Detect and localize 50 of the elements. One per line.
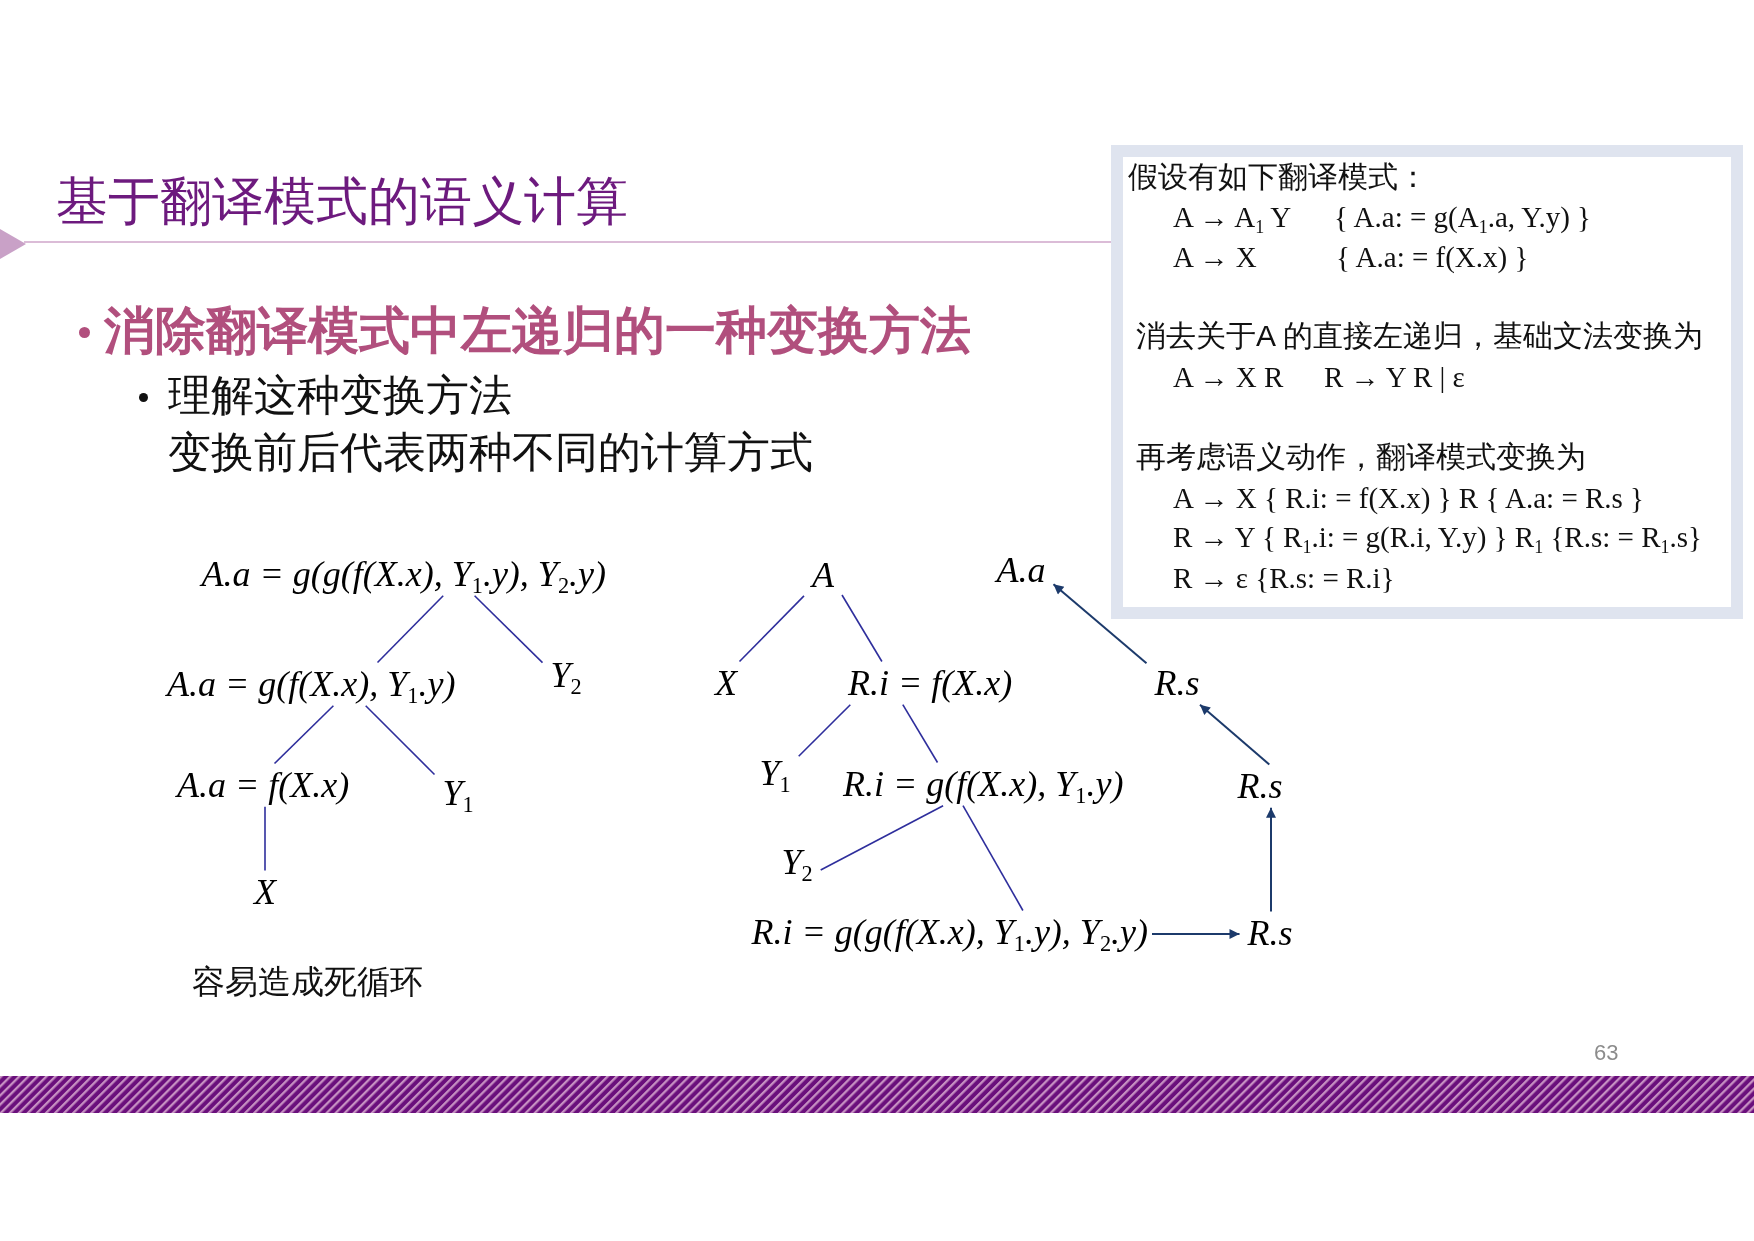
symbol-text: Y$_{1}$: [434, 771, 482, 815]
grammar-rule: R → ε {R.s: = R.i}: [1173, 560, 1395, 596]
symbol-text: R.s: [1239, 911, 1301, 955]
formula-text: A.a = g(g(f(X.x), Y$_{1}$.y), Y$_{2}$.y): [197, 552, 610, 596]
formula-text: A.a = f(X.x): [173, 763, 354, 807]
symbol-text: Y$_{2}$: [542, 653, 590, 697]
note-heading: 消去关于A 的直接左递归，基础文法变换为: [1136, 318, 1703, 354]
bullet-text: 变换前后代表两种不同的计算方式: [168, 427, 813, 478]
note-panel: [1111, 145, 1743, 619]
symbol-text: X: [707, 661, 745, 705]
grammar-rule: A → X { R.i: = f(X.x) } R { A.a: = R.s }: [1173, 480, 1645, 516]
formula-text: R.i = g(g(f(X.x), Y$_{1}$.y), Y$_{2}$.y): [747, 910, 1152, 954]
symbol-text: Y$_{2}$: [773, 840, 821, 884]
connector-line: [962, 804, 1024, 912]
symbol-text: R.s: [1146, 661, 1208, 705]
bullet-text: 理解这种变换方法: [168, 370, 512, 421]
slide-title: 基于翻译模式的语义计算: [56, 171, 628, 232]
grammar-rule: R → Y R | ε: [1324, 359, 1465, 395]
formula-text: R.i = f(X.x): [844, 661, 1017, 705]
connector-line: [264, 805, 266, 872]
connector-line: [273, 704, 335, 765]
symbol-text: X: [246, 870, 284, 914]
symbol-text: A.a: [988, 548, 1054, 592]
semantic-action: { A.a: = f(X.x) }: [1336, 239, 1529, 275]
grammar-rule: A → X: [1173, 239, 1257, 275]
symbol-text: R.s: [1229, 764, 1291, 808]
connector-line: [819, 804, 944, 871]
symbol-text: Y$_{1}$: [751, 751, 799, 795]
semantic-action: { A.a: = g(A$_{1}$.a, Y.y) }: [1334, 199, 1591, 235]
grammar-rule: R → Y { R$_{1}$.i: = g(R.i, Y.y) } R$_{1}$ {R.s: = R$_{1}$.s}: [1173, 519, 1702, 555]
page-number: 63: [1594, 1040, 1619, 1067]
note-heading: 再考虑语义动作，翻译模式变换为: [1136, 439, 1586, 475]
note-text: 容易造成死循环: [192, 962, 423, 1002]
note-heading: 假设有如下翻译模式：: [1128, 159, 1428, 195]
arrow: [1151, 929, 1241, 939]
arrow: [1199, 703, 1271, 766]
bullet-heading: 消除翻译模式中左递归的一种变换方法: [104, 300, 971, 361]
formula-text: A.a = g(f(X.x), Y$_{1}$.y): [163, 662, 460, 706]
arrow: [1266, 806, 1276, 913]
connector-line: [902, 703, 939, 764]
grammar-rule: A → X R: [1173, 359, 1284, 395]
arrow: [1052, 583, 1148, 665]
connector-line: [473, 594, 544, 664]
connector-line: [364, 704, 436, 776]
symbol-text: A: [804, 553, 842, 597]
formula-text: R.i = g(f(X.x), Y$_{1}$.y): [839, 762, 1128, 806]
connector-line: [797, 703, 852, 758]
connector-line: [738, 595, 805, 663]
grammar-rule: A → A$_{1}$ Y: [1173, 199, 1292, 235]
connector-line: [841, 594, 883, 663]
